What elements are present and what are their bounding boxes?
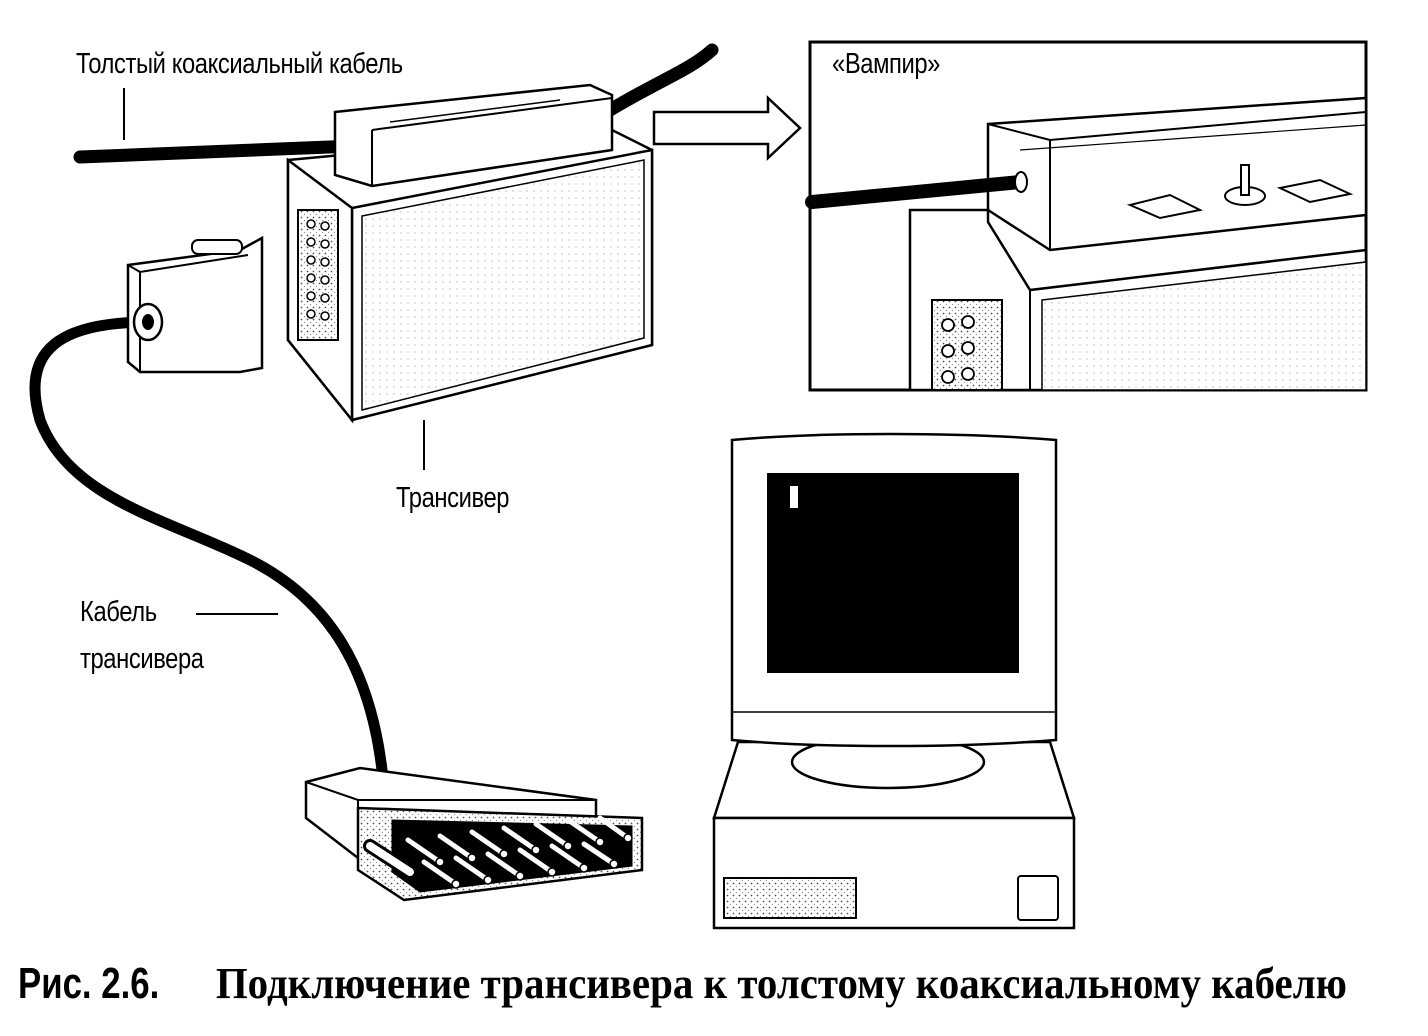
vampire-tap-icon xyxy=(805,40,1368,392)
thick-coax-label: Толстый коаксиальный кабель xyxy=(76,48,403,80)
arrow-right-icon xyxy=(652,95,802,161)
transceiver-cable-label-line2: трансивера xyxy=(80,643,204,675)
transceiver-label: Трансивер xyxy=(396,482,510,514)
transceiver-icon xyxy=(286,83,654,424)
transceiver-cable-label-line1: Кабель xyxy=(80,596,157,628)
figure-number: Рис. 2.6. xyxy=(18,959,160,1008)
vampire-label: «Вампир» xyxy=(832,48,940,80)
figure-caption: Рис. 2.6. Подключение трансивера к толсто… xyxy=(18,962,1347,1006)
computer-icon xyxy=(712,432,1076,930)
db15-connector-icon xyxy=(304,766,644,902)
figure-caption-text: Подключение трансивера к толстому коакси… xyxy=(215,959,1347,1008)
transceiver-cable-icon xyxy=(29,235,388,776)
thick-coax-cable-icon xyxy=(73,43,719,164)
